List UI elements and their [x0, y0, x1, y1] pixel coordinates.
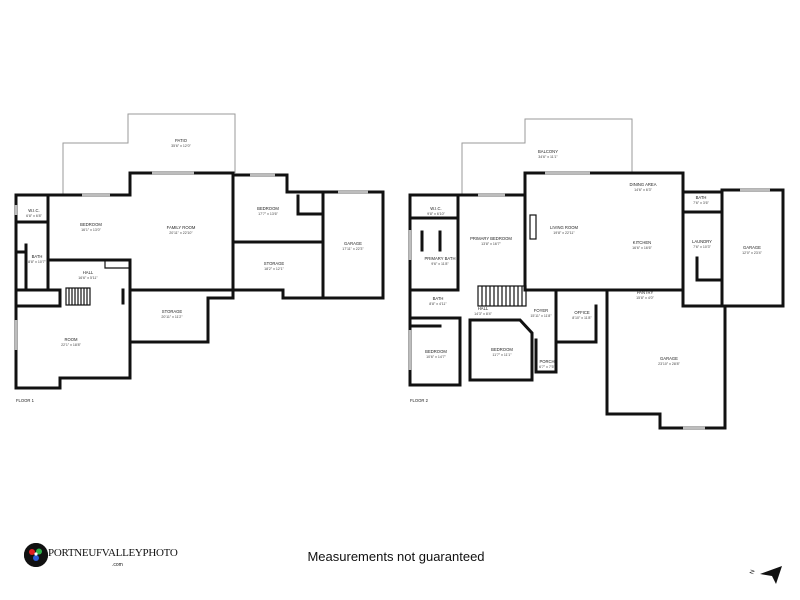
room-name: PRIMARY BATH: [425, 256, 456, 261]
room-dims: 14'3" x 8'4": [474, 312, 492, 316]
floor-1-label: FLOOR 1: [16, 398, 35, 403]
room-dims: 9'8" x 6'10": [427, 212, 445, 216]
room-name: W.I.C.: [28, 208, 39, 213]
fireplace: [529, 214, 537, 240]
room-name: BEDROOM: [257, 206, 279, 211]
room-name: LIVING ROOM: [550, 225, 578, 230]
room-name: STORAGE: [264, 261, 285, 266]
room-dims: 17'11" x 22'3": [342, 247, 364, 251]
room-name: LAUNDRY: [692, 239, 712, 244]
room-dims: 7'6" x 3'6": [693, 201, 709, 205]
room-dims: 20'11" x 22'10": [169, 231, 193, 235]
floor-2-label: FLOOR 2: [410, 398, 429, 403]
room-name: GARAGE: [743, 245, 761, 250]
room-dims: 16'6" x 5'11": [78, 276, 98, 280]
compass-arrow-icon: N: [749, 566, 782, 584]
floor-2-stairs: [477, 285, 527, 307]
north-arrow: N: [744, 560, 788, 586]
floor-2-plan: BALCONY 34'6" x 11'1" DINING AREA 14'6" …: [408, 118, 785, 430]
room-dims: 6'7" x 7'5": [539, 365, 555, 369]
room-name: BALCONY: [538, 149, 558, 154]
room-dims: 15'8" x 4'0": [636, 296, 654, 300]
camera-lens-icon: [24, 543, 48, 567]
room-dims: 7'6" x 10'3": [693, 245, 711, 249]
room-name: GARAGE: [660, 356, 678, 361]
room-dims: 8'8" x 10'7": [28, 260, 46, 264]
room-dims: 22'1" x 18'8": [61, 343, 81, 347]
floor-1-plan: PATIO 35'6" x 12'0" W.I.C. 6'8" x 6'8" B…: [14, 113, 385, 403]
room-dims: 35'6" x 12'0": [171, 144, 191, 148]
floor-1-stairs: [65, 287, 91, 306]
room-dims: 8'10" x 11'8": [572, 316, 592, 320]
room-name: GARAGE: [344, 241, 362, 246]
room-dims: 15'11" x 11'8": [530, 314, 552, 318]
room-name: HALL: [478, 306, 489, 311]
room-dims: 10'6" x 14'7": [426, 355, 446, 359]
room-name: STORAGE: [162, 309, 183, 314]
room-name: KITCHEN: [633, 240, 651, 245]
room-name: PANTRY: [637, 290, 654, 295]
room-name: HALL: [83, 270, 94, 275]
room-name: FOYER: [534, 308, 548, 313]
room-name: BEDROOM: [491, 347, 513, 352]
room-dims: 23'10" x 28'8": [658, 362, 680, 366]
room-name: PATIO: [175, 138, 188, 143]
room-name: OFFICE: [574, 310, 590, 315]
room-dims: 14'6" x 6'3": [634, 188, 652, 192]
room-dims: 16'1" x 13'0": [81, 228, 101, 232]
room-name: BEDROOM: [425, 349, 447, 354]
room-dims: 12'0" x 23'4": [742, 251, 762, 255]
room-dims: 8'8" x 4'11": [429, 302, 447, 306]
room-dims: 19'8" x 22'11": [553, 231, 575, 235]
room-name: FAMILY ROOM: [167, 225, 196, 230]
room-dims: 9'6" x 11'8": [431, 262, 449, 266]
room-name: BATH: [433, 296, 444, 301]
room-name: PORCH: [539, 359, 554, 364]
room-dims: 13'8" x 16'7": [481, 242, 501, 246]
brand-name: PORTNEUFVALLEYPHOTO: [48, 547, 178, 559]
room-dims: 16'6" x 16'6": [632, 246, 652, 250]
room-dims: 34'6" x 11'1": [538, 155, 558, 159]
room-name: W.I.C.: [430, 206, 441, 211]
room-name: BATH: [696, 195, 707, 200]
room-dims: 11'7" x 11'1": [492, 353, 512, 357]
room-name: PRIMARY BEDROOM: [470, 236, 512, 241]
room-name: DINING AREA: [630, 182, 657, 187]
room-dims: 18'2" x 12'1": [264, 267, 284, 271]
room-dims: 6'8" x 6'8": [26, 214, 42, 218]
brand-logo: PORTNEUFVALLEYPHOTO .com: [24, 543, 178, 573]
brand-suffix: .com: [112, 562, 123, 568]
compass-label: N: [749, 569, 756, 575]
room-name: BATH: [32, 254, 43, 259]
room-dims: 20'11" x 11'2": [161, 315, 183, 319]
room-name: BEDROOM: [80, 222, 102, 227]
room-dims: 17'7" x 13'6": [258, 212, 278, 216]
disclaimer-text: Measurements not guaranteed: [307, 549, 485, 564]
room-name: ROOM: [64, 337, 78, 342]
